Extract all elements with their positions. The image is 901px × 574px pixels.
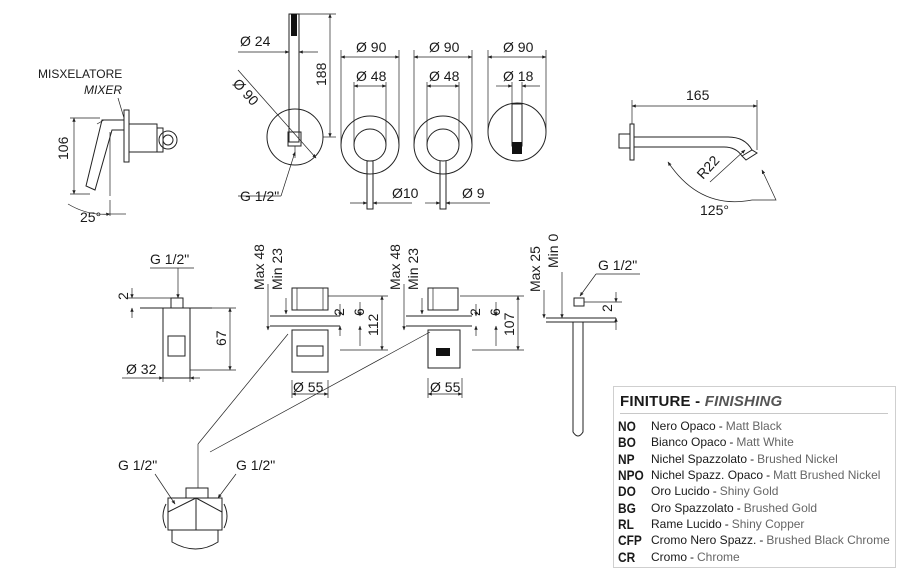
- finish-name-it: Nichel Spazzolato: [651, 451, 748, 466]
- dim-106: 106: [55, 136, 71, 160]
- dim-2-b: 2: [467, 308, 483, 316]
- front-views: Ø 24 188 Ø 90 G 1/2" Ø 90 Ø 48 Ø10: [230, 13, 547, 210]
- dia-32: Ø 32: [126, 361, 157, 377]
- finish-code: DO: [618, 483, 636, 500]
- finish-code: NO: [618, 418, 636, 435]
- left-section-view: G 1/2" 2 67 Ø 32: [115, 251, 236, 382]
- dim-6-b: 6: [487, 308, 503, 316]
- finishes-divider: [620, 413, 888, 414]
- dim-112: 112: [365, 313, 381, 336]
- dia-24: Ø 24: [240, 33, 271, 49]
- mixer-label-en: MIXER: [84, 83, 122, 97]
- dia-48-b: Ø 48: [429, 68, 460, 84]
- mixer-label-it: MISXELATORE: [38, 67, 122, 81]
- thread-g12-valve-left: G 1/2": [118, 457, 157, 473]
- finish-code: CFP: [618, 532, 642, 549]
- thread-g12-valve-right: G 1/2": [236, 457, 275, 473]
- middle-section-view-b: Max 48 Min 23 Ø 55 107 2 6: [209, 244, 524, 453]
- angle-125: 125°: [700, 202, 729, 218]
- finish-code: NP: [618, 450, 635, 467]
- dim-2-left: 2: [115, 292, 131, 300]
- finish-name-en: Matt Brushed Nickel: [773, 468, 881, 483]
- dim-107: 107: [501, 312, 517, 336]
- thread-g12-top: G 1/2": [240, 188, 279, 204]
- finish-name-en: Brushed Black Chrome: [766, 533, 890, 548]
- finish-name-it: Oro Spazzolato: [651, 500, 734, 515]
- dim-25-angle: 25°: [80, 209, 101, 225]
- spout-section-view: Max 25 Min 0 G 1/2" 2: [527, 234, 640, 437]
- finish-code: NPO: [618, 467, 644, 484]
- dia-90-a: Ø 90: [356, 39, 387, 55]
- thread-g12-right: G 1/2": [598, 257, 637, 273]
- finish-name-en: Shiny Gold: [719, 484, 779, 499]
- finish-name-it: Cromo Nero Spazz.: [651, 533, 757, 548]
- finish-name-en: Shiny Copper: [731, 516, 805, 531]
- dim-2-a: 2: [331, 308, 347, 316]
- dia-90-b: Ø 90: [429, 39, 460, 55]
- finish-name-it: Oro Lucido: [651, 484, 710, 499]
- radius-r22: R22: [693, 152, 722, 182]
- finishes-title-en: FINISHING: [704, 393, 783, 410]
- dia-55-b: Ø 55: [430, 379, 461, 395]
- mixer-side-view: MISXELATORE MIXER 106 25°: [38, 67, 178, 225]
- finish-name-en: Chrome: [697, 549, 740, 564]
- finishes-panel: FINITURE - FINISHING NO Nero Opaco - Matt B…: [613, 386, 896, 568]
- finish-code: CR: [618, 548, 636, 565]
- max-48-b: Max 48: [387, 244, 403, 290]
- dia-90-c: Ø 90: [503, 39, 534, 55]
- finish-name-en: Matt Black: [725, 419, 782, 434]
- finish-name-it: Rame Lucido: [651, 516, 722, 531]
- middle-section-view-a: Max 48 Min 23 Ø 55 112 2 6: [197, 244, 388, 445]
- finish-name-it: Nero Opaco: [651, 419, 716, 434]
- finishes-title-it: FINITURE: [620, 393, 691, 410]
- thread-g12-left: G 1/2": [150, 251, 189, 267]
- dia-55-a: Ø 55: [293, 379, 324, 395]
- finish-name-it: Nichel Spazz. Opaco: [651, 468, 764, 483]
- dim-67: 67: [213, 330, 229, 346]
- dia-18: Ø 18: [503, 68, 534, 84]
- dim-2-right: 2: [599, 304, 615, 312]
- dia-48-a: Ø 48: [356, 68, 387, 84]
- dia-9: Ø 9: [462, 185, 485, 201]
- max-48-a: Max 48: [251, 244, 267, 290]
- dim-165: 165: [686, 87, 710, 103]
- spout-side-view: 165 R22 125°: [618, 87, 777, 218]
- min-23-a: Min 23: [269, 248, 285, 290]
- dim-188: 188: [313, 62, 329, 86]
- max-25: Max 25: [527, 246, 543, 292]
- dia-10: Ø10: [392, 185, 419, 201]
- valve-body-view: G 1/2" G 1/2": [118, 444, 275, 550]
- finish-code: BG: [618, 499, 636, 516]
- finish-name-en: Brushed Gold: [743, 500, 818, 515]
- finish-name-en: Matt White: [736, 435, 794, 450]
- finish-code: RL: [618, 515, 634, 532]
- finish-name-en: Brushed Nickel: [757, 451, 838, 466]
- finishes-title: FINITURE - FINISHING: [620, 393, 782, 410]
- finish-name-it: Bianco Opaco: [651, 435, 727, 450]
- finish-code: BO: [618, 434, 636, 451]
- finishes-title-separator: -: [695, 393, 701, 410]
- dim-6-a: 6: [351, 308, 367, 316]
- min-0: Min 0: [545, 234, 561, 268]
- min-23-b: Min 23: [405, 248, 421, 290]
- finish-name-it: Cromo: [651, 549, 688, 564]
- dia-90-diag: Ø 90: [230, 75, 262, 108]
